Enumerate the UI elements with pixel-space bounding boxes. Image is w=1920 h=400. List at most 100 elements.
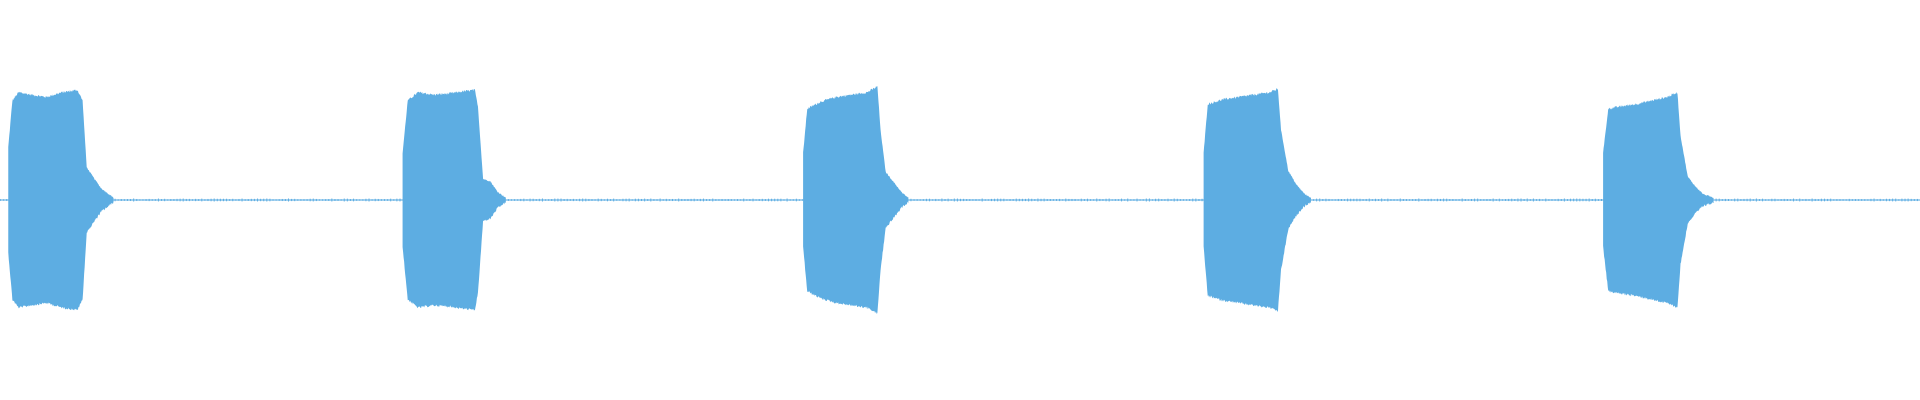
waveform-noise-speck	[1362, 199, 1364, 201]
waveform-noise-speck	[526, 199, 528, 201]
waveform-noise-speck	[1734, 198, 1736, 202]
waveform-noise-speck	[687, 198, 689, 202]
waveform-noise-speck	[1517, 198, 1519, 202]
waveform-noise-speck	[238, 198, 240, 202]
waveform-noise-speck	[944, 199, 946, 201]
waveform-noise-speck	[1043, 198, 1045, 202]
waveform-noise-speck	[1573, 198, 1575, 202]
waveform-noise-speck	[1083, 199, 1085, 201]
waveform-noise-speck	[972, 199, 974, 201]
waveform-noise-speck	[1090, 199, 1092, 201]
waveform-noise-speck	[721, 198, 723, 202]
waveform-noise-speck	[1427, 198, 1429, 202]
waveform-noise-speck	[1012, 199, 1014, 201]
waveform-noise-speck	[1752, 199, 1754, 201]
waveform-noise-speck	[1145, 198, 1147, 202]
waveform-noise-speck	[1786, 199, 1788, 201]
waveform-noise-speck	[1777, 199, 1779, 201]
waveform-noise-speck	[1124, 199, 1126, 201]
waveform-noise-speck	[733, 199, 735, 201]
waveform-noise-speck	[1802, 199, 1804, 201]
waveform-noise-speck	[1111, 199, 1113, 201]
waveform-noise-speck	[1827, 198, 1829, 202]
waveform-noise-speck	[380, 199, 382, 201]
waveform-noise-speck	[764, 199, 766, 201]
waveform-noise-speck	[1768, 199, 1770, 201]
waveform-noise-speck	[1542, 199, 1544, 201]
waveform-noise-speck	[1396, 199, 1398, 201]
waveform-noise-speck	[1851, 199, 1853, 201]
waveform-noise-speck	[709, 199, 711, 201]
waveform-noise-speck	[356, 199, 358, 201]
waveform-noise-speck	[718, 199, 720, 201]
waveform-noise-speck	[650, 198, 652, 202]
waveform-noise-speck	[390, 198, 392, 202]
waveform-noise-speck	[1436, 198, 1438, 202]
waveform-noise-speck	[232, 198, 234, 202]
waveform-noise-speck	[950, 199, 952, 201]
waveform-noise-speck	[1811, 198, 1813, 202]
waveform-noise-speck	[1021, 198, 1023, 202]
waveform-noise-speck	[1898, 199, 1900, 201]
waveform-noise-speck	[1743, 198, 1745, 202]
waveform-noise-speck	[1418, 198, 1420, 202]
waveform-noise-speck	[1452, 199, 1454, 201]
waveform-noise-speck	[1176, 198, 1178, 202]
waveform-noise-speck	[1031, 198, 1033, 202]
waveform-noise-speck	[235, 199, 237, 201]
waveform-noise-speck	[1102, 199, 1104, 201]
waveform-noise-speck	[1480, 199, 1482, 201]
waveform-noise-speck	[1876, 199, 1878, 201]
waveform-noise-speck	[260, 198, 262, 202]
waveform-noise-speck	[1046, 198, 1048, 202]
waveform-noise-speck	[1167, 198, 1169, 202]
waveform-noise-speck	[789, 199, 791, 201]
waveform-noise-speck	[1805, 198, 1807, 202]
waveform-noise-speck	[1848, 198, 1850, 202]
waveform-noise-speck	[1474, 198, 1476, 202]
waveform-burst-5	[1603, 91, 1714, 308]
waveform-noise-speck	[777, 198, 779, 202]
waveform-noise-speck	[374, 198, 376, 202]
waveform-noise-speck	[1464, 199, 1466, 201]
waveform-noise-speck	[288, 198, 289, 202]
waveform-noise-speck	[1412, 199, 1414, 201]
waveform-noise-speck	[560, 198, 562, 202]
waveform-noise-speck	[1399, 198, 1401, 202]
waveform-noise-speck	[1501, 199, 1503, 201]
waveform-noise-speck	[157, 198, 159, 202]
waveform-noise-speck	[969, 199, 971, 201]
waveform-noise-speck	[1127, 198, 1129, 202]
waveform-noise-speck	[1901, 198, 1903, 202]
waveform-noise-speck	[1424, 199, 1426, 202]
waveform-burst-1	[8, 89, 114, 311]
waveform-noise-speck	[798, 199, 800, 201]
waveform-noise-speck	[1387, 198, 1389, 202]
waveform-noise-speck	[1455, 199, 1457, 201]
waveform-noise-speck	[1483, 199, 1485, 201]
waveform-noise-speck	[1740, 199, 1742, 201]
waveform-noise-speck	[1025, 198, 1027, 202]
waveform-noise-speck	[328, 199, 330, 201]
waveform-noise-speck	[222, 198, 224, 202]
waveform-noise-speck	[297, 199, 299, 201]
waveform-noise-speck	[182, 198, 184, 202]
waveform-noise-speck	[1551, 199, 1553, 201]
waveform-noise-speck	[563, 199, 565, 201]
waveform-noise-speck	[136, 198, 138, 202]
waveform-noise-speck	[758, 199, 760, 201]
waveform-noise-speck	[1049, 199, 1051, 201]
waveform-noise-speck	[1018, 198, 1020, 202]
waveform-noise-speck	[932, 199, 934, 201]
waveform-noise-speck	[1511, 198, 1513, 202]
waveform-noise-speck	[541, 198, 543, 202]
waveform-noise-speck	[349, 199, 351, 201]
waveform-noise-speck	[1737, 198, 1739, 202]
waveform-noise-speck	[1056, 199, 1057, 201]
waveform-noise-speck	[139, 199, 141, 201]
waveform-noise-speck	[303, 199, 305, 201]
waveform-noise-speck	[322, 199, 324, 201]
waveform-noise-speck	[1514, 199, 1516, 201]
waveform-noise-speck	[1916, 198, 1918, 202]
